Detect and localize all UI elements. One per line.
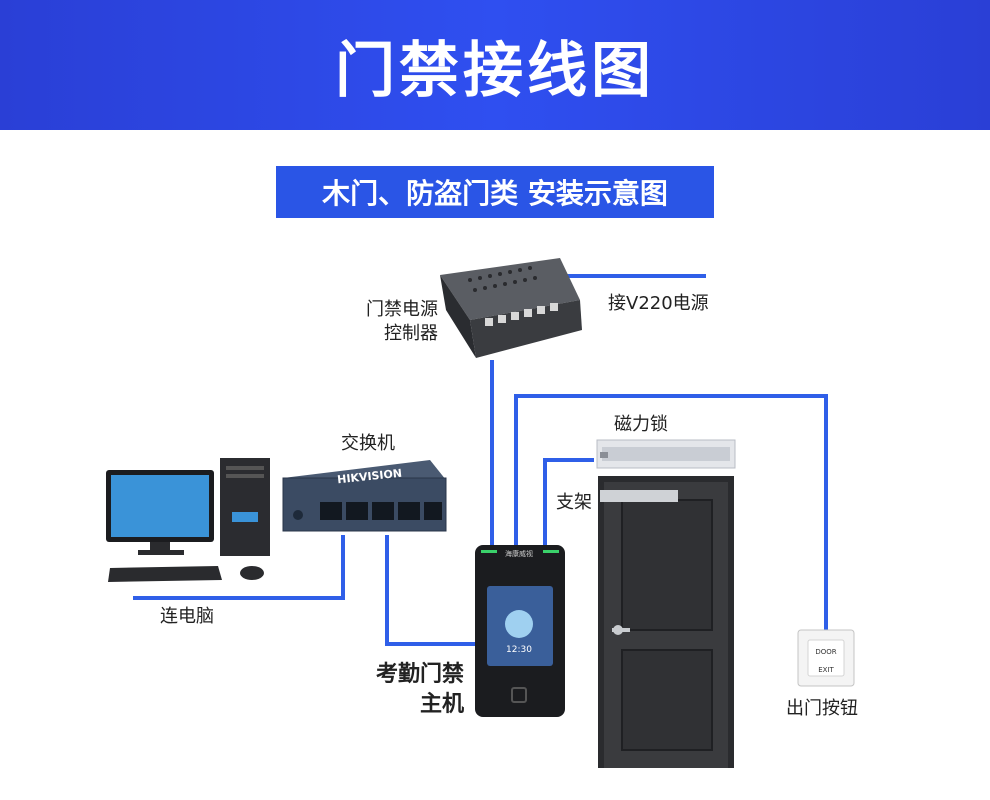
maglock-label: 磁力锁 [614,414,668,435]
access-terminal [475,545,565,717]
terminal-label-2: 主机 [419,692,464,717]
terminal-label-1: 考勤门禁 [375,662,464,687]
magnetic-lock [596,439,736,469]
terminal-brand-text: 海康威视 [505,549,533,558]
power-input-label: 接V220电源 [608,293,709,314]
computer-label: 连电脑 [160,606,214,627]
switch-label: 交换机 [341,433,395,454]
exit-button [797,629,855,687]
wires [133,274,828,646]
header-banner: 门禁接线图 [0,0,990,130]
power-controller-label-1: 门禁电源 [366,299,438,320]
wire-terminal-to-exit-button [514,394,828,630]
wire-switch-to-computer [133,535,345,600]
exit-button-exit-text: EXIT [818,666,834,674]
door [598,476,734,768]
bracket-label: 支架 [556,492,592,513]
page-title: 门禁接线图 [335,35,655,106]
wire-switch-to-terminal [385,535,475,646]
diagram-subtitle: 木门、防盗门类 安装示意图 [276,166,714,218]
exit-button-door-text: DOOR [815,648,836,656]
exit-button-label: 出门按钮 [786,698,858,719]
power-controller [440,258,582,358]
computer [106,458,270,582]
power-controller-label-2: 控制器 [384,323,438,344]
network-switch [282,460,447,532]
wire-bracket-to-terminal [543,458,594,545]
terminal-time-text: 12:30 [506,645,532,655]
